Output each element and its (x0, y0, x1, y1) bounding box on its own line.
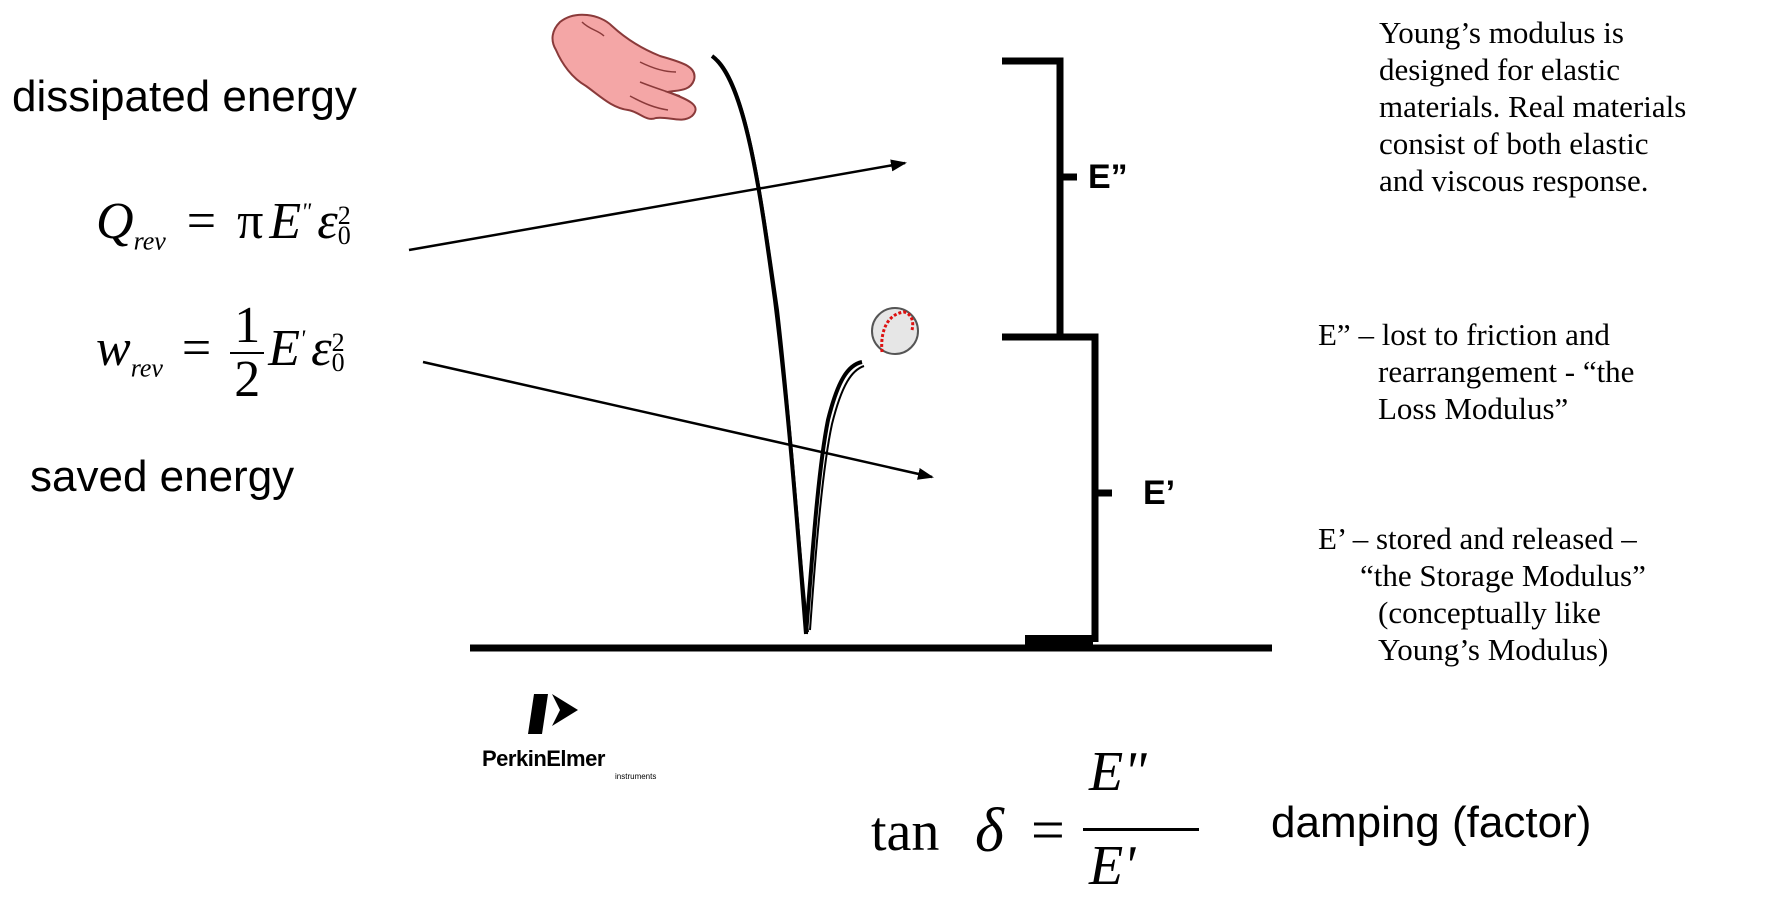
damping-label: damping (factor) (1271, 798, 1592, 847)
storage-line-1: E’ – stored and released – (1318, 521, 1637, 556)
ground-block (1025, 635, 1093, 649)
w-frac-num: 1 (230, 300, 265, 354)
storage-line-4: Young’s Modulus) (1378, 632, 1609, 667)
logo-sub-text: instruments (615, 772, 657, 781)
frac-bar (1083, 828, 1199, 831)
trajectory-drop (710, 54, 808, 635)
trajectory-drop-inner (717, 59, 809, 633)
storage-line-2: “the Storage Modulus” (1360, 558, 1646, 593)
storage-modulus-note: E’ – stored and released – “the Storage … (1318, 520, 1646, 668)
w-lhs: w (96, 319, 131, 377)
e-prime-label: E’ (1143, 474, 1176, 512)
q-lhs: Q (96, 193, 134, 250)
perkinelmer-logo-icon (528, 694, 578, 734)
q-equals: = (186, 193, 217, 250)
young-line-1: Young’s modulus is (1379, 15, 1624, 50)
arrow-saved (422, 360, 934, 480)
loss-line-2: rearrangement - “the (1378, 354, 1635, 389)
young-line-3: materials. Real materials (1379, 89, 1687, 124)
loss-line-3: Loss Modulus” (1378, 391, 1569, 426)
tan-text: tan (871, 801, 940, 863)
young-line-2: designed for elastic (1379, 52, 1621, 87)
arrow-dissipated (408, 159, 907, 252)
e-double-label: E” (1088, 158, 1128, 196)
w-E: E (268, 319, 301, 377)
delta-symbol: δ (975, 797, 1004, 865)
saved-energy-label: saved energy (30, 452, 295, 501)
q-lhs-sub: rev (133, 226, 166, 256)
w-eps-sub: 0 (331, 348, 345, 377)
tan-equals: = (1031, 797, 1065, 863)
frac-denominator: E' (1089, 835, 1136, 897)
q-eps-sub: 0 (337, 221, 351, 251)
dissipated-energy-label: dissipated energy (12, 72, 357, 121)
w-E-prime: ' (300, 326, 306, 353)
e-prime-bracket (1002, 333, 1099, 642)
e-double-bracket (1002, 57, 1064, 337)
q-E-prime: " (301, 199, 312, 226)
q-eps: ε (317, 193, 338, 250)
baseball-icon (871, 307, 919, 355)
q-pi: π (237, 193, 264, 250)
w-eps: ε (311, 319, 332, 377)
frac-numerator: E" (1089, 741, 1147, 803)
young-modulus-note: Young’s modulus is designed for elastic … (1379, 14, 1686, 199)
trajectory-bounce-inner (809, 365, 865, 631)
q-eps-sup: 2 (337, 201, 351, 231)
trajectory-bounce (804, 360, 863, 635)
storage-line-3: (conceptually like (1378, 595, 1601, 630)
w-equals: = (181, 319, 212, 377)
loss-modulus-note: E” – lost to friction and rearrangement … (1318, 316, 1634, 427)
logo-brand-text: PerkinElmer (482, 746, 605, 771)
loss-line-1: E” – lost to friction and (1318, 317, 1610, 352)
young-line-4: consist of both elastic (1379, 126, 1649, 161)
young-line-5: and viscous response. (1379, 163, 1649, 198)
w-eps-sup: 2 (331, 328, 345, 357)
hand-icon (551, 13, 697, 121)
w-lhs-sub: rev (130, 353, 163, 383)
q-E: E (269, 193, 302, 250)
w-frac-den: 2 (234, 351, 261, 408)
